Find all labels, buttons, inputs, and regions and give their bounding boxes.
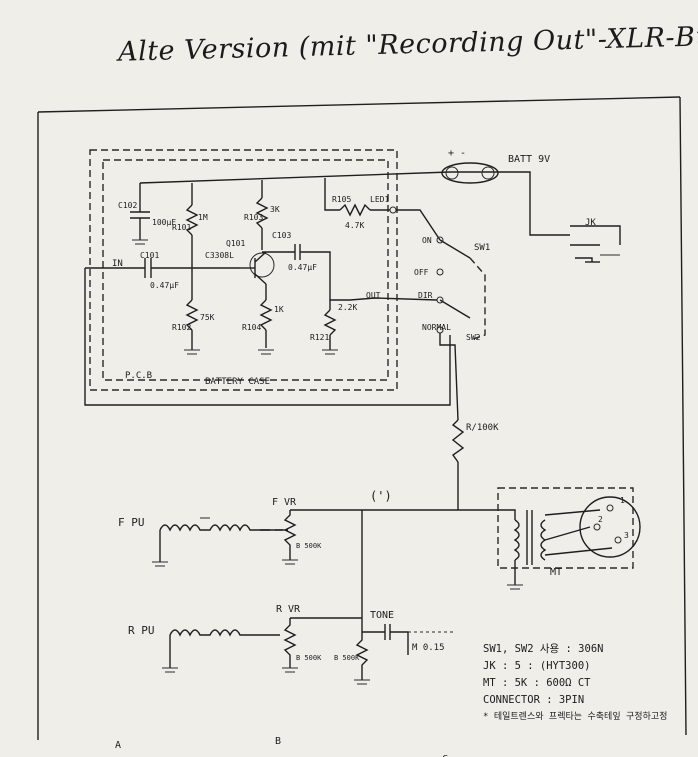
mt-label: MT	[550, 567, 562, 578]
batt-polarity: + -	[448, 148, 466, 159]
column-c: C	[442, 754, 448, 757]
r103-resistor	[255, 197, 269, 229]
r104-label: R104	[242, 323, 261, 332]
q101-type: C3308L	[205, 251, 234, 260]
r105-label: R105	[332, 195, 351, 204]
junction-label: (')	[370, 489, 392, 503]
r105-value: 4.7K	[345, 221, 364, 230]
xlr-pin-3: 3	[624, 531, 629, 540]
transformer-primary	[513, 519, 520, 561]
c101-value: 0.47μF	[150, 281, 179, 290]
c102-label: C102	[118, 201, 137, 210]
battery-case-boundary	[89, 149, 398, 391]
tone-label: TONE	[370, 610, 394, 621]
tone-cap-value: M 0.15	[412, 643, 445, 653]
in-label: IN	[112, 259, 123, 269]
r102-value: 75K	[200, 313, 215, 322]
r-100k-resistor	[451, 419, 465, 463]
r104-resistor	[259, 299, 273, 331]
front-pickup-coil	[159, 524, 270, 532]
sw1-off-label: OFF	[414, 268, 429, 277]
input-cable	[84, 268, 451, 406]
c102-value: 100μF	[152, 218, 176, 227]
r102-label: R102	[172, 323, 191, 332]
r105-resistor	[339, 203, 371, 217]
r102-resistor	[185, 299, 199, 331]
r101-value: 1M	[198, 213, 208, 222]
battery-case-label: BATTERY CASE	[205, 377, 270, 387]
front-pickup-label: F PU	[118, 516, 145, 529]
supply-rail	[139, 171, 451, 184]
transformer-secondary	[540, 519, 547, 561]
batt-label: BATT 9V	[508, 154, 550, 165]
sw1-lever	[439, 239, 471, 259]
c101-label: C101	[140, 251, 159, 260]
tone-pot	[355, 628, 369, 680]
xlr-connector	[579, 496, 641, 558]
r101-resistor	[185, 204, 199, 236]
r104-value: 1K	[274, 305, 284, 314]
parts-legend: SW1, SW2 사용 : 306N JK : 5 : (HYT300) MT …	[483, 641, 667, 726]
xlr-pin-1: 1	[620, 496, 625, 505]
sw1-on-label: ON	[422, 236, 432, 245]
out-label: OUT	[366, 291, 381, 300]
c103-value: 0.47μF	[288, 263, 317, 272]
front-volume-pot	[283, 510, 297, 560]
q101-transistor	[249, 252, 275, 278]
column-b: B	[275, 736, 281, 747]
batt-to-jack	[450, 171, 570, 236]
sw1-label: SW1	[474, 243, 490, 253]
led1	[389, 206, 397, 214]
r121-resistor	[323, 309, 337, 336]
sw2-lever	[439, 299, 471, 319]
front-vr-value: B 500K	[296, 542, 322, 550]
mt-boundary	[497, 487, 634, 569]
sw2-dir-label: DIR	[418, 291, 433, 300]
sw1-off-contact	[436, 268, 444, 276]
pcb-boundary	[102, 159, 389, 381]
r103-label: R103	[244, 213, 263, 222]
r103-value: 3K	[270, 205, 280, 214]
tone-value: B 500K	[334, 654, 360, 662]
frame-top	[37, 96, 681, 113]
xlr-pin-2: 2	[598, 515, 603, 524]
jack-label: JK	[585, 218, 596, 228]
r-100k-label: R/100K	[466, 423, 499, 433]
rear-volume-pot	[283, 618, 297, 668]
ground-symbols	[132, 239, 620, 685]
sw2-normal-label: NORMAL	[422, 323, 451, 332]
rear-pickup-coil	[169, 629, 280, 637]
q101-label: Q101	[226, 239, 245, 248]
led1-label: LED1	[370, 195, 389, 204]
r121-value: 2.2K	[338, 303, 357, 312]
rear-vr-label: R VR	[276, 604, 301, 615]
sw1-on-contact	[436, 236, 444, 244]
r101-label: R101	[172, 223, 191, 232]
jack-jk	[570, 225, 621, 245]
battery-symbol	[441, 162, 499, 184]
legend-line: MT : 5K : 600Ω CT	[483, 677, 591, 689]
front-vr-label: F VR	[272, 497, 297, 508]
legend-line: * 테일트렌스와 프렉타는 수축테잎 구정하고정	[483, 712, 668, 722]
frame-right	[679, 96, 687, 736]
pcb-label: P.C.B	[125, 371, 152, 381]
legend-line: JK : 5 : (HYT300)	[483, 660, 591, 672]
r121-label: R121	[310, 333, 329, 342]
rear-pickup-label: R PU	[128, 624, 155, 637]
rear-vr-value: B 500K	[296, 654, 322, 662]
legend-line: CONNECTOR : 3PIN	[483, 694, 585, 706]
sw2-label: SW2	[466, 333, 481, 342]
column-a: A	[115, 740, 121, 751]
legend-line: SW1, SW2 사용 : 306N	[483, 643, 604, 655]
c103-label: C103	[272, 231, 291, 240]
